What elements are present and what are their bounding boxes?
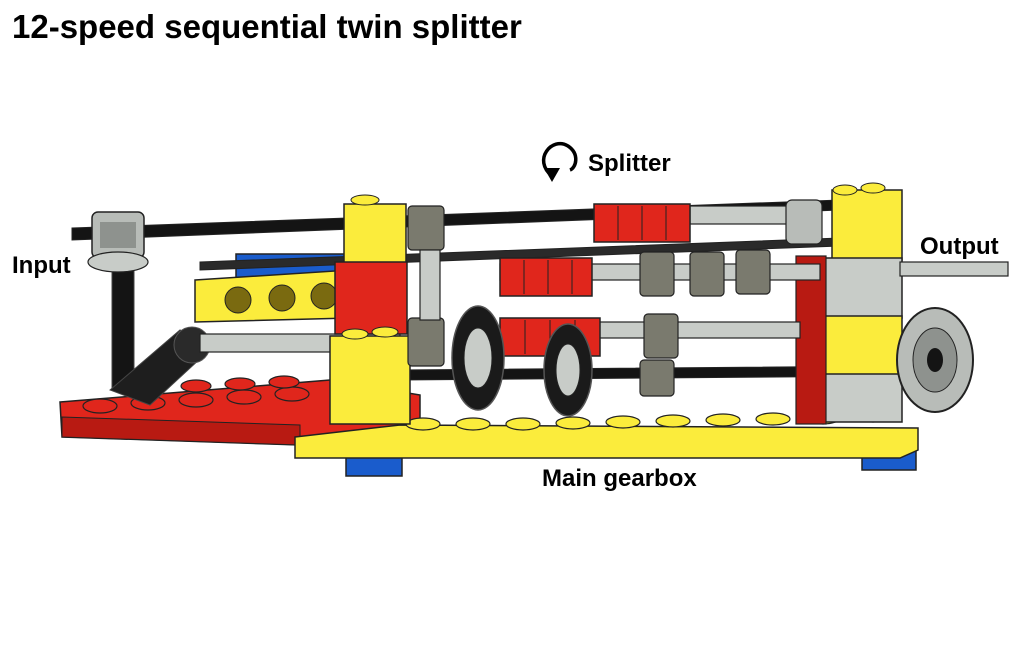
splitter-shaft: [593, 199, 823, 245]
output-label: Output: [920, 233, 999, 260]
wheels: [451, 305, 593, 417]
right-frame: [795, 182, 903, 425]
main-gearbox-label: Main gearbox: [542, 465, 697, 492]
input-label: Input: [12, 252, 71, 279]
input-shaft-assembly: [87, 211, 216, 406]
output-shaft: [899, 261, 1009, 277]
left-yellow-frame: [329, 194, 411, 425]
rotate-arrow-icon: [541, 142, 578, 182]
output-gear: [896, 307, 974, 413]
splitter-label: Splitter: [588, 150, 671, 177]
yellow-technic-beam: [194, 269, 351, 323]
gears: [407, 205, 771, 397]
page-title: 12-speed sequential twin splitter: [12, 8, 522, 45]
